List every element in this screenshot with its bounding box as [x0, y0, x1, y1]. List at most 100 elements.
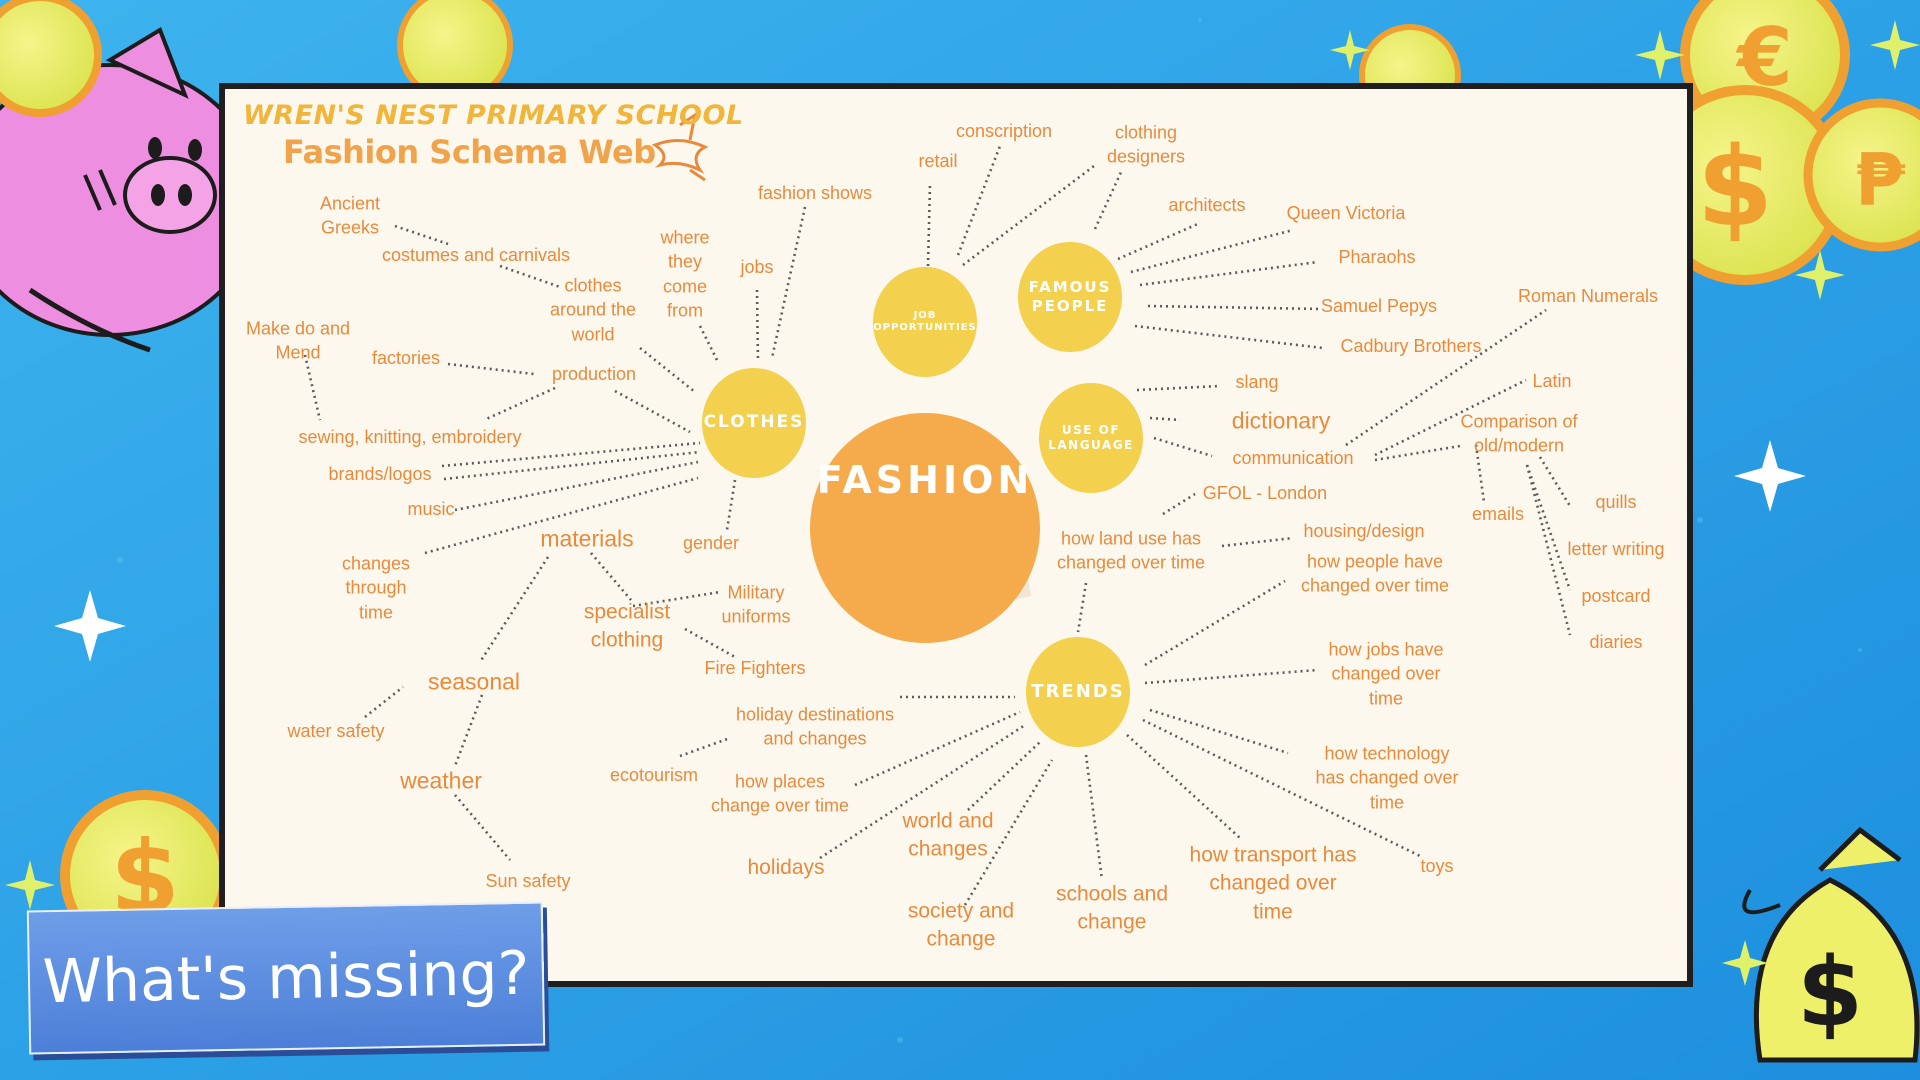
svg-text:$: $	[1697, 123, 1774, 251]
label-production: production	[551, 363, 637, 384]
connector-line	[1525, 464, 1572, 591]
connector-line	[755, 289, 760, 363]
label-places-change: how places change over time	[710, 771, 850, 816]
label-communication: communication	[1232, 447, 1354, 468]
label-housing: housing/design	[1303, 520, 1425, 541]
connector-line	[1374, 444, 1461, 462]
label-specialist: specialist clothing	[583, 600, 671, 652]
connector-line	[1221, 536, 1294, 548]
connector-line	[1136, 384, 1221, 392]
connector-line	[967, 741, 1041, 811]
connector-line	[684, 627, 736, 659]
label-fashion-shows: fashion shows	[757, 182, 873, 203]
connector-line	[1139, 260, 1319, 287]
label-land-use: how land use has changed over time	[1056, 528, 1206, 573]
connector-line	[364, 685, 404, 719]
sparkle-icon	[54, 440, 1806, 662]
connector-line	[679, 736, 731, 758]
label-clothes-around-world: clothes around the world	[549, 275, 637, 345]
node-clothes: CLOTHES	[702, 368, 806, 478]
page-title: Fashion Schema Web	[283, 133, 656, 171]
label-toys: toys	[1420, 855, 1454, 876]
connector-line	[453, 694, 484, 767]
label-diaries: diaries	[1589, 631, 1643, 652]
label-comparison: Comparison of old/modern	[1460, 411, 1578, 456]
money-bag-icon: $	[1742, 826, 1920, 1063]
label-roman-numerals: Roman Numerals	[1517, 285, 1659, 306]
school-name: WREN'S NEST PRIMARY SCHOOL	[243, 100, 744, 131]
node-use-of-language: USE OF LANGUAGE	[1039, 383, 1143, 493]
connector-line	[1345, 308, 1547, 447]
connector-line	[1147, 304, 1323, 311]
connector-line	[590, 552, 632, 601]
label-materials: materials	[540, 525, 634, 552]
connector-line	[1144, 579, 1286, 667]
connector-line	[956, 145, 1002, 256]
connector-line	[926, 183, 932, 267]
bird-logo-icon	[651, 111, 709, 182]
label-technology: how technology has changed over time	[1315, 743, 1459, 813]
label-where-from: where they come from	[660, 227, 710, 321]
label-quills: quills	[1595, 491, 1637, 512]
connector-line	[1374, 378, 1527, 457]
label-military: Military uniforms	[721, 582, 791, 627]
connector-line	[499, 264, 561, 289]
node-job-opportunities: JOB OPPORTUNITIES	[873, 267, 977, 377]
label-gfol: GFOL - London	[1202, 482, 1328, 503]
label-costumes: costumes and carnivals	[381, 244, 571, 265]
label-world-changes: world and changes	[902, 809, 994, 861]
connector-line	[454, 460, 699, 512]
connector-line	[483, 386, 556, 422]
label-letter-writing: letter writing	[1567, 538, 1665, 559]
label-queen-victoria: Queen Victoria	[1286, 202, 1406, 223]
connector-line	[725, 479, 737, 531]
connector-line	[1144, 668, 1319, 685]
node-clothes-label: CLOTHES	[703, 412, 805, 433]
label-holidays: holidays	[747, 855, 825, 879]
svg-text:$: $	[1797, 938, 1863, 1048]
label-sewing: sewing, knitting, embroidery	[298, 426, 522, 447]
label-transport: how transport has changed over time	[1189, 843, 1357, 924]
connector-line	[1525, 464, 1572, 636]
connector-line	[1153, 436, 1213, 458]
connector-line	[1538, 456, 1572, 507]
center-node-fashion: FASHION	[810, 413, 1040, 643]
label-weather: weather	[400, 767, 482, 794]
label-conscription: conscription	[955, 120, 1053, 141]
connector-line	[447, 362, 535, 376]
prompt-text: What's missing?	[42, 938, 530, 1018]
connector-line	[394, 224, 449, 246]
label-schools: schools and change	[1055, 882, 1169, 934]
label-emails: emails	[1471, 503, 1525, 524]
connector-line	[443, 450, 701, 481]
label-cadbury: Cadbury Brothers	[1340, 335, 1482, 356]
connector-line	[698, 325, 720, 363]
connector-line	[303, 354, 322, 421]
label-seasonal: seasonal	[427, 668, 521, 695]
label-make-do: Make do and Mend	[245, 318, 351, 363]
label-postcard: postcard	[1581, 585, 1651, 606]
label-latin: Latin	[1532, 370, 1572, 391]
label-fire-fighters: Fire Fighters	[704, 657, 806, 678]
node-famous-people: FAMOUS PEOPLE	[1018, 242, 1122, 352]
node-language-label: USE OF LANGUAGE	[1048, 423, 1134, 452]
connector-line	[1126, 734, 1241, 839]
label-retail: retail	[918, 150, 958, 171]
piggy-bank-icon	[0, 27, 262, 353]
connector-line	[1084, 754, 1104, 881]
connector-line	[1162, 492, 1196, 516]
label-samuel-pepys: Samuel Pepys	[1320, 295, 1438, 316]
label-changes-through-time: changes through time	[341, 553, 411, 623]
label-sun-safety: Sun safety	[485, 870, 571, 891]
label-clothing-designers: clothing designers	[1106, 122, 1186, 167]
connector-line	[1149, 708, 1289, 755]
connector-line	[639, 346, 696, 394]
connector-line	[770, 206, 807, 359]
center-node-label: FASHION	[816, 458, 1034, 502]
connector-line	[478, 556, 550, 663]
label-dictionary: dictionary	[1231, 407, 1331, 434]
label-factories: factories	[371, 347, 441, 368]
connector-line	[1130, 228, 1294, 274]
connector-line	[1149, 416, 1181, 422]
